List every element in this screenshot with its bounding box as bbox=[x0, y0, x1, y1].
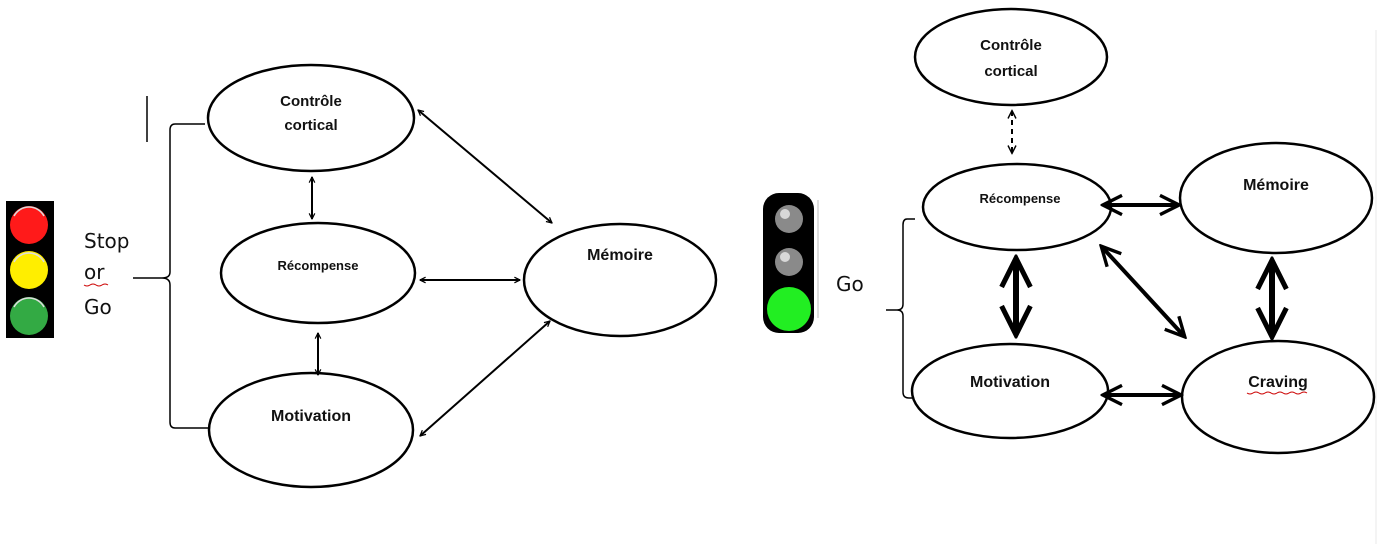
green-light bbox=[10, 297, 48, 335]
go-label-right: Go bbox=[836, 272, 864, 296]
left-brace bbox=[133, 123, 210, 429]
node-label: Motivation bbox=[970, 374, 1050, 391]
red-light bbox=[10, 206, 48, 244]
right-brace bbox=[886, 218, 916, 399]
node-memoire-right: Mémoire bbox=[1178, 141, 1374, 255]
node-label: cortical bbox=[984, 63, 1037, 80]
node-controle-cortical-left: Contrôle cortical bbox=[206, 63, 416, 173]
traffic-light-go bbox=[763, 193, 819, 333]
arrow-recompense-craving bbox=[1102, 247, 1184, 336]
node-label: Contrôle bbox=[980, 37, 1042, 54]
traffic-light-stop-or-go bbox=[6, 201, 54, 338]
node-label: Mémoire bbox=[587, 247, 653, 264]
or-label: or bbox=[84, 260, 105, 284]
node-motivation-right: Motivation bbox=[910, 342, 1110, 440]
arrow-motivation-memoire bbox=[420, 321, 550, 436]
node-label: Craving bbox=[1248, 374, 1308, 391]
off-light-top bbox=[775, 205, 803, 233]
node-memoire-left: Mémoire bbox=[522, 222, 718, 338]
yellow-light bbox=[10, 251, 48, 289]
node-label: Contrôle bbox=[280, 93, 342, 110]
stop-label: Stop bbox=[84, 229, 129, 253]
node-craving-right: Craving bbox=[1180, 339, 1376, 455]
spellcheck-underline bbox=[1246, 391, 1308, 395]
spellcheck-underline bbox=[83, 283, 109, 287]
node-controle-cortical-right: Contrôle cortical bbox=[913, 7, 1109, 107]
node-recompense-right: Récompense bbox=[921, 162, 1113, 252]
node-label: Récompense bbox=[278, 258, 359, 273]
node-label: Récompense bbox=[980, 191, 1061, 206]
node-motivation-left: Motivation bbox=[207, 371, 415, 489]
go-label-left: Go bbox=[84, 295, 112, 319]
node-label: Mémoire bbox=[1243, 177, 1309, 194]
node-label: cortical bbox=[284, 117, 337, 134]
node-label: Motivation bbox=[271, 408, 351, 425]
off-light-middle bbox=[775, 248, 803, 276]
node-recompense-left: Récompense bbox=[219, 221, 417, 325]
green-light-on bbox=[767, 287, 811, 331]
arrow-controle-memoire bbox=[418, 110, 552, 223]
